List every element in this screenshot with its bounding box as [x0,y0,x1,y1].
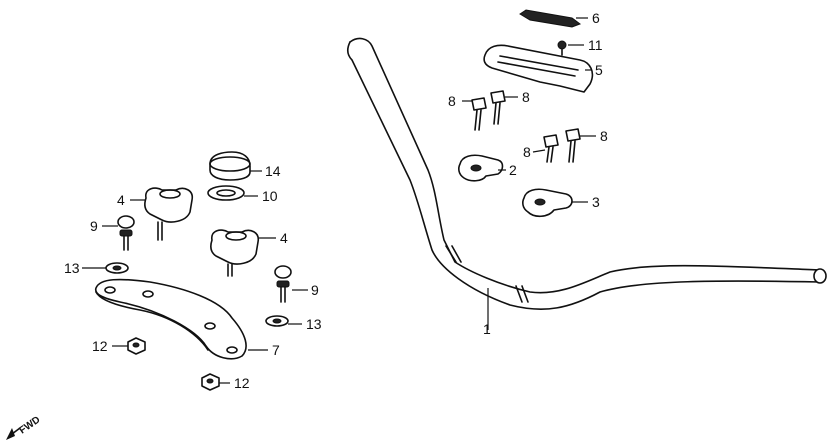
washer-10 [207,185,245,201]
forward-indicator: FWD [6,414,42,440]
callout-13a: 13 [64,260,80,276]
cap-nut-14 [209,151,251,181]
callout-4a: 4 [117,192,125,208]
callout-12a: 12 [92,338,108,354]
callout-5: 5 [595,62,603,78]
bolt-9a [117,215,135,251]
lower-holder-2 [458,154,504,182]
holder-4a [144,187,194,241]
callout-8a: 8 [448,93,456,109]
upper-holder-cover [483,44,594,93]
screw-11 [557,40,567,56]
callout-8c: 8 [523,144,531,160]
washer-13a [105,262,129,274]
callout-12b: 12 [234,375,250,391]
callout-7: 7 [272,342,280,358]
nut-12b [201,373,220,391]
bolt-8d [565,128,581,163]
callout-2: 2 [509,162,517,178]
callout-8b: 8 [522,89,530,105]
arrow-icon [6,427,21,440]
callout-13b: 13 [306,316,322,332]
bolt-8b [490,90,506,125]
callout-9a: 9 [90,218,98,234]
bolt-8c [543,134,559,163]
bolt-9b [274,265,292,303]
callout-6: 6 [592,10,600,26]
callout-4b: 4 [280,230,288,246]
bolt-8a [471,97,487,131]
nut-12a [127,337,146,355]
handlebar [347,37,827,310]
leader-8c [532,149,546,153]
lower-holder-3 [522,188,573,218]
callout-3: 3 [592,194,600,210]
holder-base-plate-7 [94,278,247,360]
callout-11: 11 [588,37,603,53]
callout-9b: 9 [311,282,319,298]
name-plate [519,9,582,28]
callout-8d: 8 [600,128,608,144]
holder-4b [210,229,260,277]
callout-10: 10 [262,188,278,204]
callout-1: 1 [483,321,491,337]
fwd-label: FWD [17,414,42,436]
washer-13b [265,315,289,327]
callout-14: 14 [265,163,281,179]
